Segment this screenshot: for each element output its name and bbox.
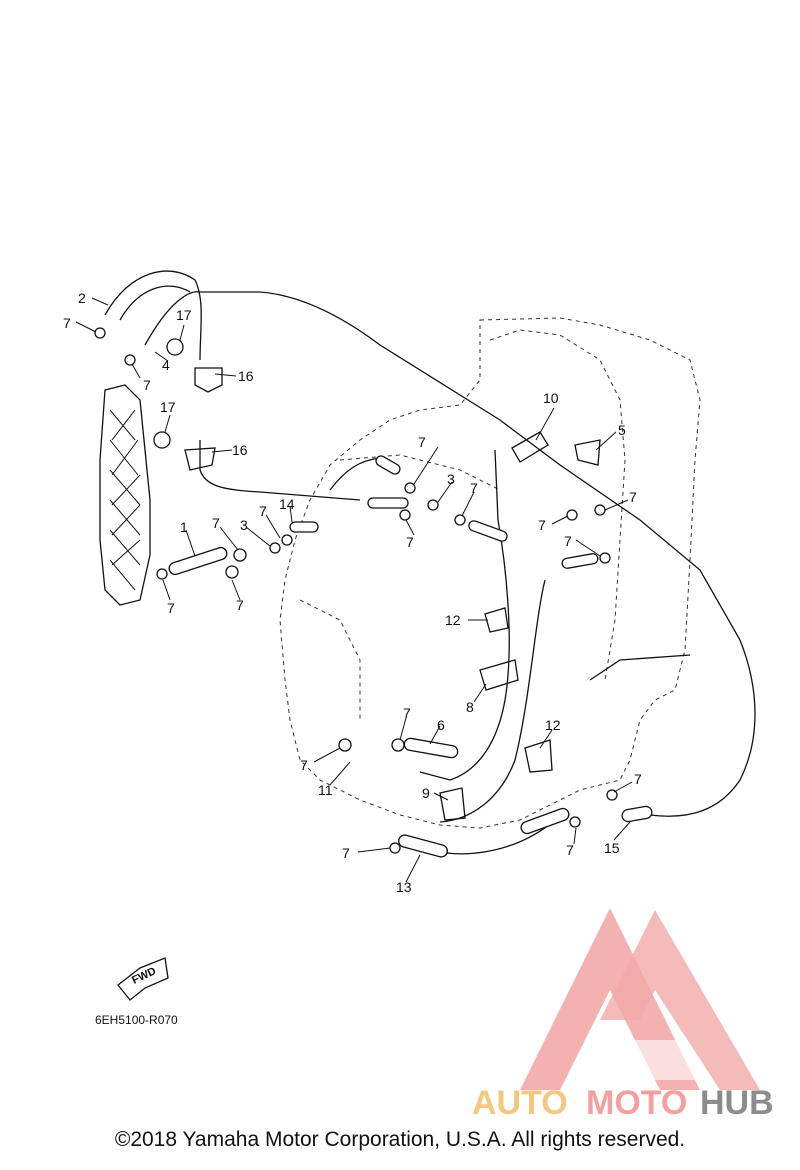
callout-4: 4 xyxy=(162,357,170,373)
callout-7: 7 xyxy=(212,515,220,531)
callout-7: 7 xyxy=(566,842,574,858)
automotohub-logo: AUTO MOTO HUB xyxy=(472,908,774,1122)
callout-16: 16 xyxy=(238,368,254,384)
callout-15: 15 xyxy=(604,840,620,856)
callout-16: 16 xyxy=(232,442,248,458)
callout-7: 7 xyxy=(403,705,411,721)
fwd-arrow: FWD xyxy=(117,957,169,1001)
callout-7: 7 xyxy=(167,600,175,616)
callout-12: 12 xyxy=(445,612,461,628)
callout-13: 13 xyxy=(396,879,412,895)
callout-7: 7 xyxy=(236,597,244,613)
hose-parts xyxy=(168,455,653,858)
logo-text-hub: HUB xyxy=(700,1084,774,1122)
callout-9: 9 xyxy=(422,785,430,801)
callout-10: 10 xyxy=(543,390,559,406)
callout-17: 17 xyxy=(160,399,176,415)
callout-7: 7 xyxy=(538,517,546,533)
callout-14: 14 xyxy=(279,496,295,512)
callout-7: 7 xyxy=(143,377,151,393)
hose-lines xyxy=(104,270,756,855)
callout-7: 7 xyxy=(342,845,350,861)
callout-8: 8 xyxy=(466,699,474,715)
callout-7: 7 xyxy=(406,534,414,550)
callout-6: 6 xyxy=(437,717,445,733)
callout-7: 7 xyxy=(63,315,71,331)
callout-5: 5 xyxy=(618,422,626,438)
callout-7: 7 xyxy=(418,434,426,450)
callout-3: 3 xyxy=(447,471,455,487)
leader-lines xyxy=(75,297,633,883)
intake-plate xyxy=(99,384,151,606)
logo-text-moto: MOTO xyxy=(586,1084,687,1122)
engine-block-outline xyxy=(279,317,701,829)
callout-3: 3 xyxy=(240,517,248,533)
logo-text-auto: AUTO xyxy=(472,1084,568,1122)
callout-11: 11 xyxy=(318,782,333,798)
callout-7: 7 xyxy=(634,771,642,787)
callout-7: 7 xyxy=(259,503,267,519)
callout-1: 1 xyxy=(180,519,188,535)
copyright-notice: ©2018 Yamaha Motor Corporation, U.S.A. A… xyxy=(114,1128,686,1151)
callout-7: 7 xyxy=(470,480,478,496)
callouts: 2 7 17 4 7 16 17 16 10 5 7 3 7 7 14 7 3 … xyxy=(63,290,642,895)
callout-7: 7 xyxy=(629,489,637,505)
callout-7: 7 xyxy=(564,533,572,549)
callout-17: 17 xyxy=(176,307,192,323)
diagram-code: 6EH5100-R070 xyxy=(95,1013,178,1027)
callout-12: 12 xyxy=(545,717,561,733)
callout-7: 7 xyxy=(300,757,308,773)
callout-2: 2 xyxy=(78,290,86,306)
clamps xyxy=(94,327,618,854)
